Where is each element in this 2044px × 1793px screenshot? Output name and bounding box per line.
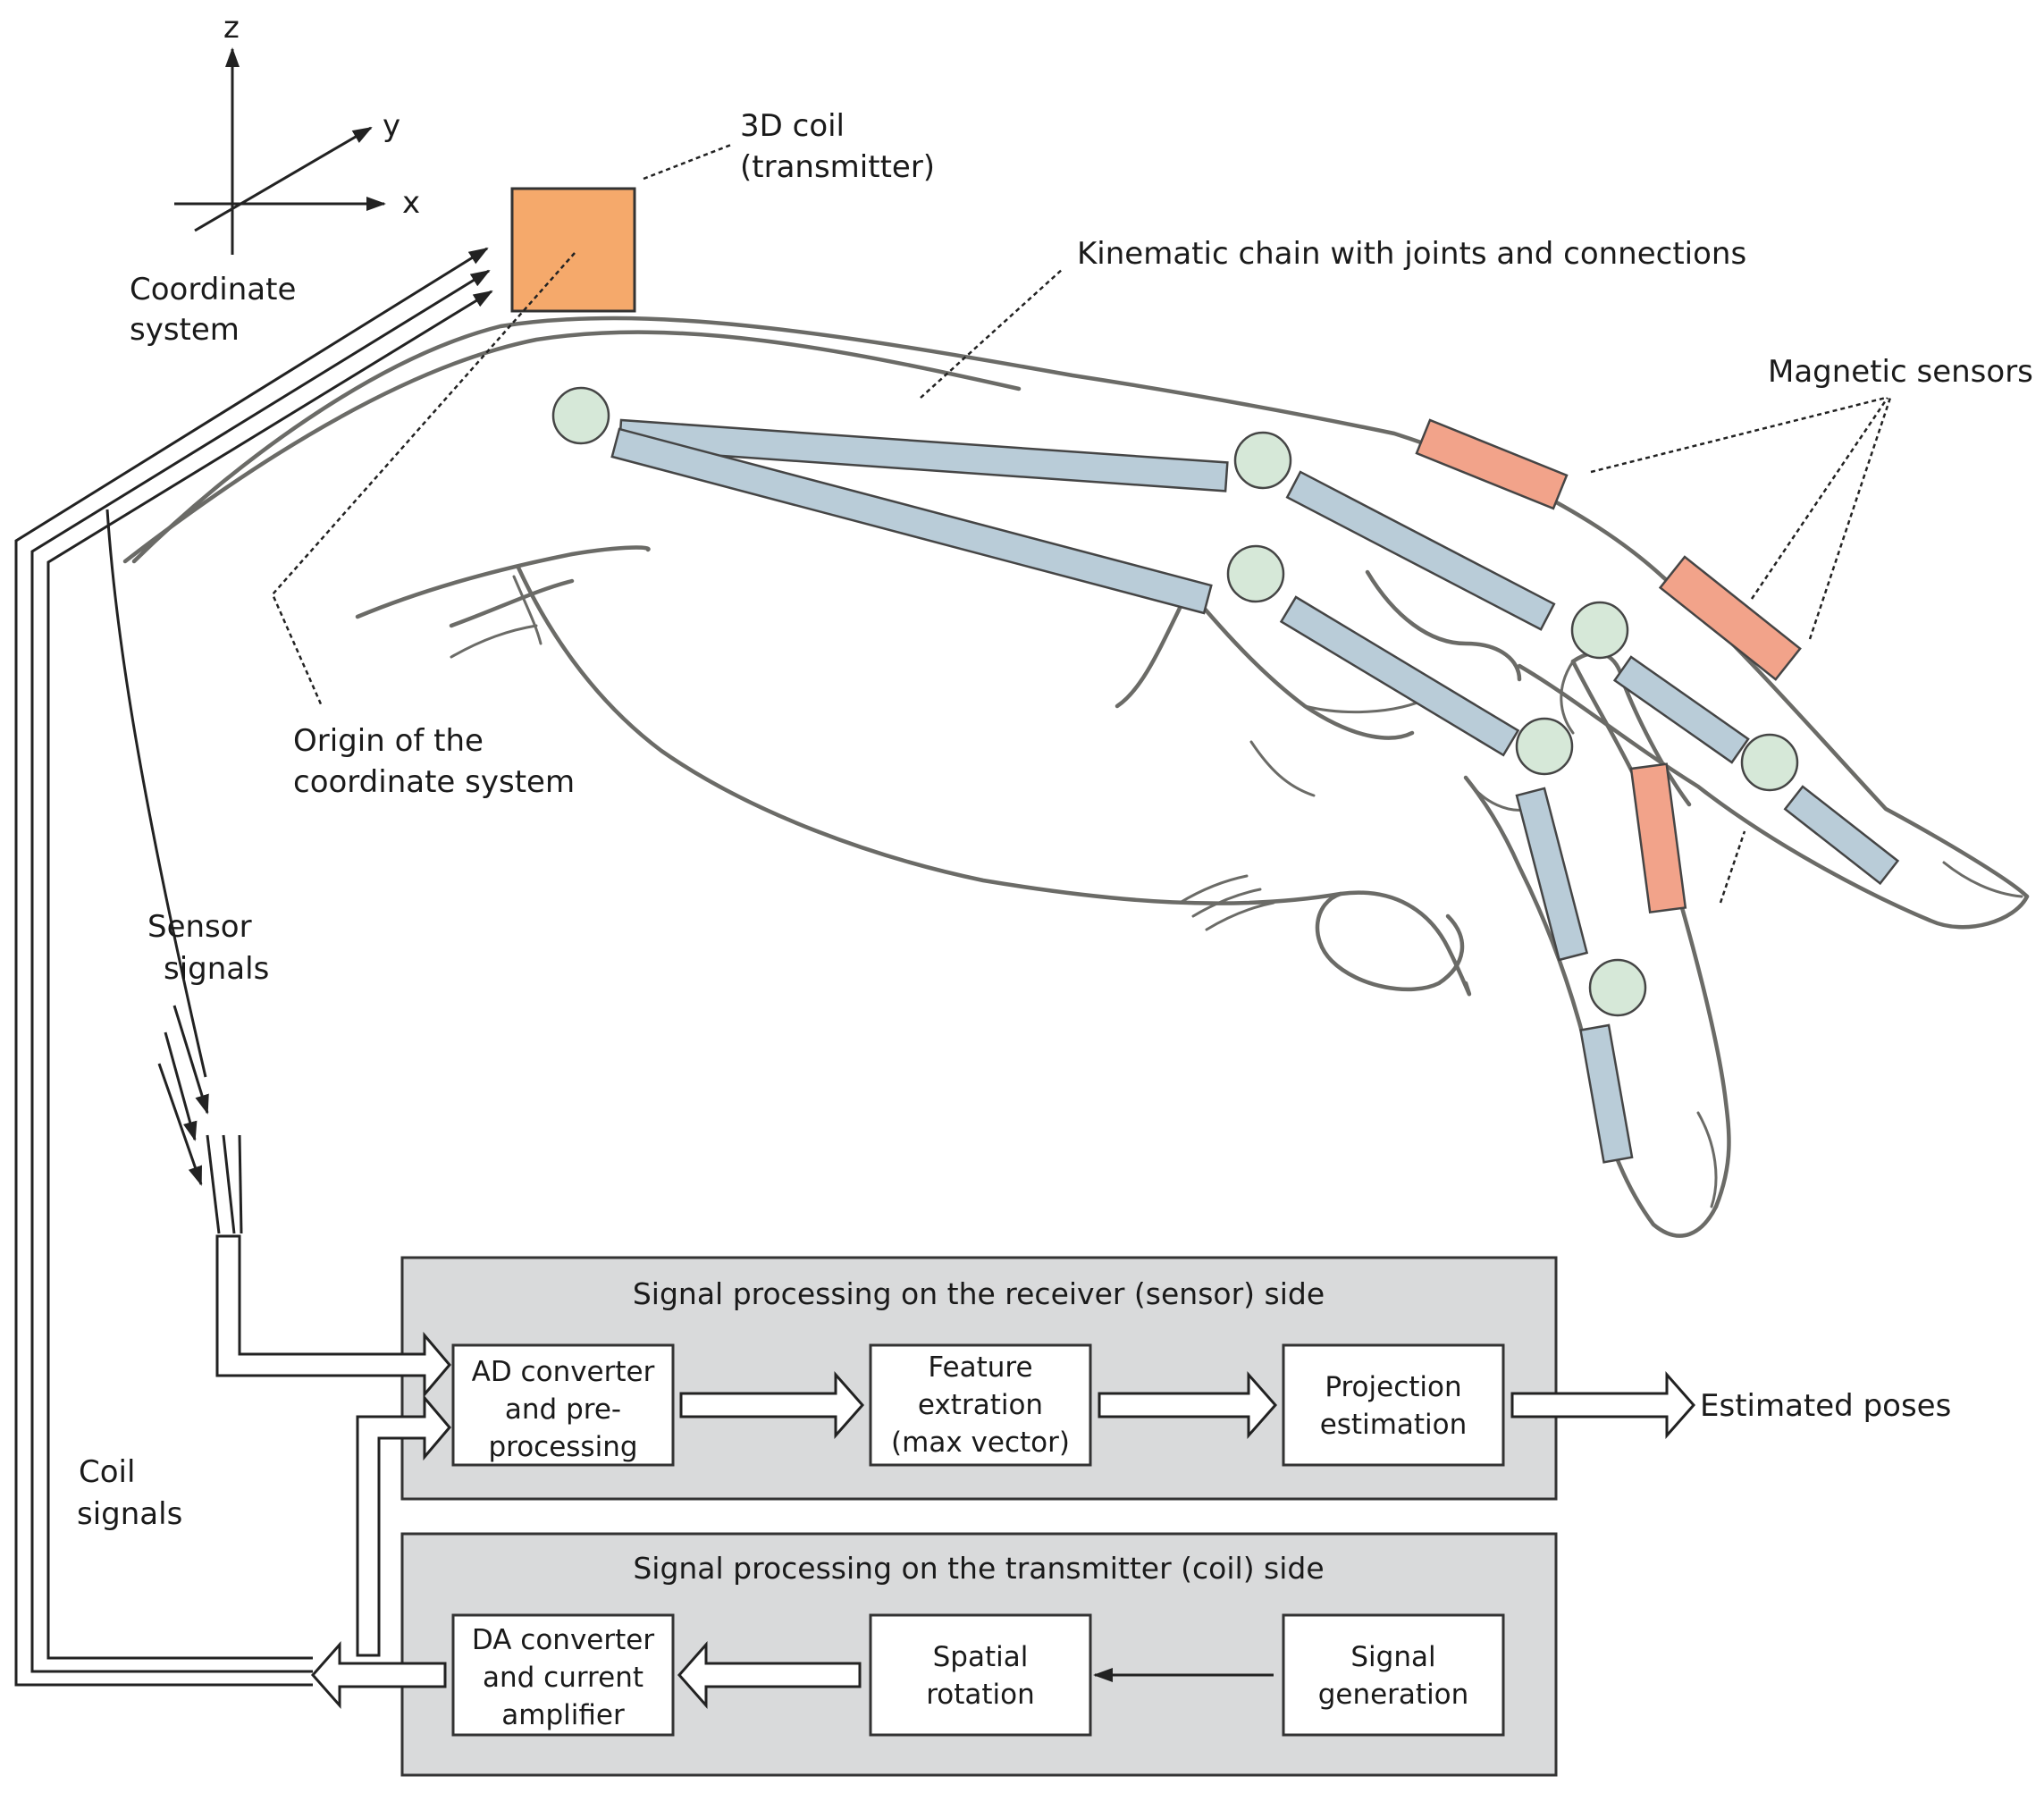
- joint-3: [1226, 544, 1285, 603]
- coil-label-1: 3D coil: [740, 108, 845, 144]
- joint-4: [1570, 601, 1629, 660]
- feature-extraction-line-2: extration: [918, 1389, 1043, 1421]
- bone-3: [1285, 470, 1556, 631]
- sensor-leader-2: [1750, 397, 1889, 600]
- joint-5: [1515, 717, 1574, 776]
- origin-label-2: coordinate system: [293, 764, 575, 800]
- coil-signals-label-2: signals: [77, 1496, 182, 1532]
- arrow-da-to-coil-wires: [310, 1641, 447, 1709]
- projection-estimation-line-2: estimation: [1320, 1409, 1468, 1441]
- arrow-to-estimated-poses: [1510, 1371, 1696, 1439]
- arrow-rotation-to-da: [677, 1641, 862, 1709]
- coordinate-system-label-1: Coordinate: [130, 272, 296, 307]
- ad-converter-line-2: and pre-: [505, 1393, 621, 1426]
- sensor-leader-4: [1719, 830, 1746, 904]
- y-axis: [194, 126, 373, 232]
- ad-converter-line-3: processing: [488, 1431, 637, 1463]
- coil-signals-label-1: Coil: [79, 1454, 135, 1490]
- bone-2: [610, 427, 1213, 615]
- coordinate-system-label-2: system: [130, 312, 240, 348]
- estimated-poses-label: Estimated poses: [1700, 1388, 1951, 1424]
- hand-outline: [122, 316, 2030, 1238]
- receiver-panel-title: Signal processing on the receiver (senso…: [633, 1276, 1325, 1311]
- sensor-leader-1: [1590, 396, 1887, 474]
- joint-1: [551, 386, 610, 445]
- coil-signal-wires: [14, 247, 493, 1687]
- projection-estimation-box: [1282, 1343, 1505, 1467]
- signal-generation-box: [1282, 1613, 1505, 1737]
- transmitter-panel-title: Signal processing on the transmitter (co…: [633, 1551, 1324, 1586]
- spatial-rotation-line-1: Spatial: [933, 1641, 1029, 1673]
- feature-extraction-line-3: (max vector): [891, 1427, 1070, 1459]
- y-axis-label: y: [383, 108, 400, 144]
- sensor-2: [1658, 555, 1802, 681]
- bone-5: [1612, 655, 1750, 764]
- sensor-1: [1415, 418, 1569, 510]
- da-converter-line-2: and current: [483, 1662, 643, 1694]
- bone-8: [1579, 1023, 1634, 1164]
- da-converter-line-3: amplifier: [501, 1699, 625, 1731]
- coil-box: [510, 187, 636, 313]
- signal-generation-line-2: generation: [1318, 1679, 1469, 1711]
- coil-leader-line: [643, 143, 732, 181]
- arrow-ad-to-feature: [679, 1371, 865, 1439]
- origin-label-1: Origin of the: [293, 723, 484, 759]
- coil-wire-3: [46, 290, 493, 1660]
- da-converter-box: [451, 1613, 675, 1737]
- coordinate-system: z y x Coordinate system: [130, 10, 420, 348]
- magnetic-sensors: Magnetic sensors: [1415, 354, 2033, 914]
- sensor-3: [1629, 762, 1687, 914]
- feature-extraction-box: [869, 1343, 1092, 1467]
- arrow-sensor-to-ad: [215, 1234, 451, 1399]
- feature-extraction-line-1: Feature: [928, 1351, 1032, 1384]
- bone-6: [1783, 785, 1900, 886]
- sensor-leader-3: [1808, 397, 1892, 640]
- ad-converter-line-1: AD converter: [472, 1356, 655, 1388]
- arrow-coil-feedback-to-ad: [356, 1393, 451, 1657]
- kinematic-chain-leader: [920, 267, 1064, 399]
- sensor-signals-label-1: Sensor: [147, 909, 252, 945]
- kinematic-chain-label: Kinematic chain with joints and connecti…: [1077, 236, 1746, 272]
- magnetic-sensors-label: Magnetic sensors: [1768, 354, 2033, 390]
- bone-7: [1515, 787, 1589, 962]
- da-converter-line-1: DA converter: [472, 1624, 654, 1656]
- spatial-rotation-line-2: rotation: [926, 1679, 1035, 1711]
- x-axis-label: x: [402, 185, 420, 221]
- bone-4: [1279, 595, 1520, 757]
- coil-wire-1: [14, 247, 489, 1687]
- projection-estimation-line-1: Projection: [1325, 1371, 1461, 1403]
- kinematic-chain: [551, 386, 1900, 1164]
- signal-generation-line-1: Signal: [1350, 1641, 1435, 1673]
- joint-7: [1588, 958, 1647, 1017]
- spatial-rotation-box: [869, 1613, 1092, 1737]
- joint-6: [1740, 733, 1799, 792]
- coil-label-2: (transmitter): [740, 149, 935, 185]
- z-axis-label: z: [223, 10, 240, 46]
- joint-2: [1233, 431, 1292, 490]
- coil-wire-2: [30, 269, 491, 1673]
- sensor-signal-wires: [105, 509, 243, 1234]
- coil-transmitter: 3D coil (transmitter): [510, 108, 935, 313]
- arrow-feature-to-projection: [1098, 1371, 1278, 1439]
- ad-converter-box: [451, 1343, 675, 1467]
- sensor-signals-label-2: signals: [164, 951, 269, 987]
